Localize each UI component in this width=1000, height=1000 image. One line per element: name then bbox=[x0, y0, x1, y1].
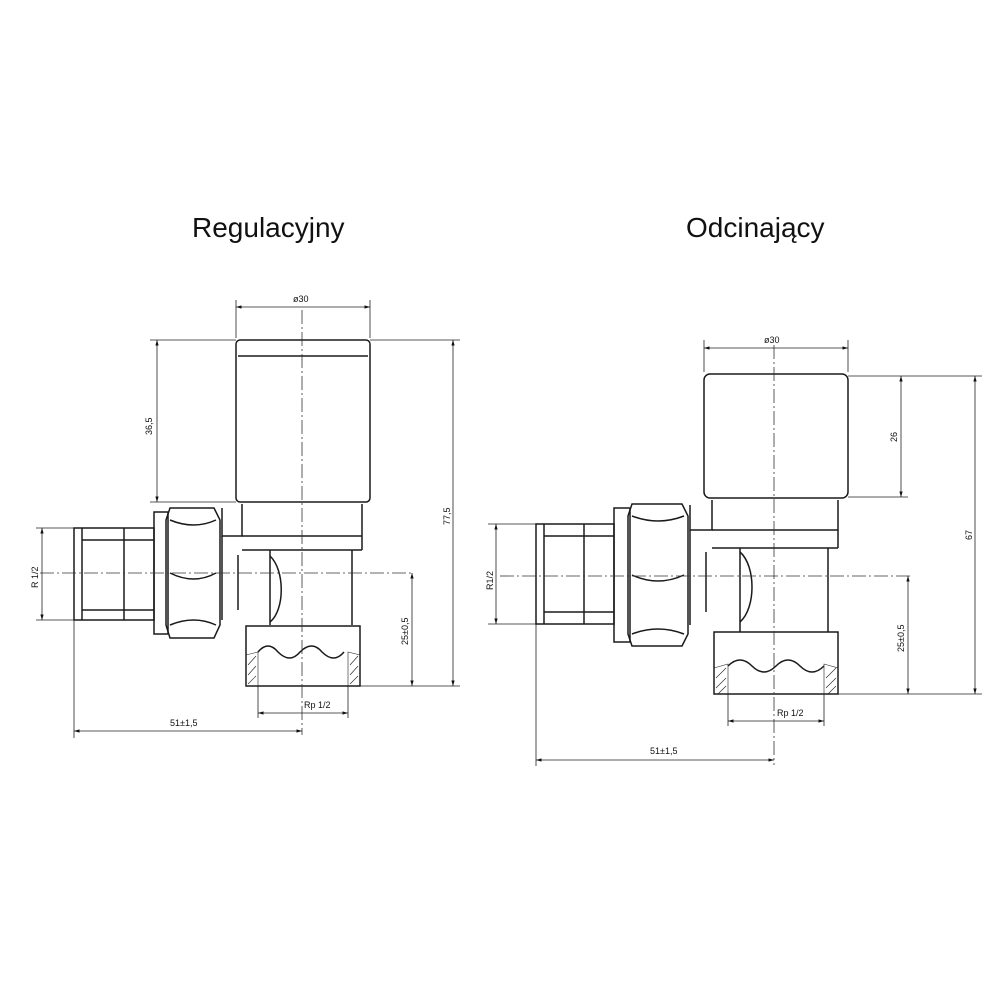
left-valve: ø30 36,5 77,5 R 1/2 25±0,5 Rp 1/2 51±1,5 bbox=[30, 294, 460, 738]
right-diameter-label: ø30 bbox=[764, 335, 780, 345]
right-handle-cap bbox=[703, 373, 849, 499]
left-inlet-thread bbox=[73, 527, 155, 621]
left-outlet-offset-label: 25±0,5 bbox=[400, 618, 410, 645]
left-outlet-fitting bbox=[245, 625, 361, 687]
right-total-height-label: 67 bbox=[964, 530, 974, 540]
left-handle-height-label: 36,5 bbox=[144, 417, 154, 435]
right-outlet-thread-label: Rp 1/2 bbox=[777, 708, 804, 718]
left-diameter-label: ø30 bbox=[293, 294, 309, 304]
right-outlet-fitting bbox=[713, 631, 839, 695]
left-handle-cap bbox=[235, 339, 371, 503]
left-union-nut bbox=[165, 507, 221, 639]
right-union-nut bbox=[627, 503, 689, 647]
title-shutoff-valve: Odcinający bbox=[686, 212, 825, 243]
title-regulating-valve: Regulacyjny bbox=[192, 212, 345, 243]
left-total-height-label: 77,5 bbox=[442, 507, 452, 525]
right-inlet-thread bbox=[535, 523, 615, 625]
left-inlet-length-label: 51±1,5 bbox=[170, 718, 197, 728]
left-inlet-thread-label: R 1/2 bbox=[30, 566, 40, 588]
right-inlet-thread-label: R1/2 bbox=[485, 571, 495, 590]
left-valve-body bbox=[221, 504, 363, 550]
left-outlet-thread-label: Rp 1/2 bbox=[304, 700, 331, 710]
right-valve: ø30 26 67 R1/2 25±0,5 Rp 1/2 51±1,5 bbox=[485, 335, 982, 766]
right-outlet-offset-label: 25±0,5 bbox=[896, 625, 906, 652]
right-inlet-length-label: 51±1,5 bbox=[650, 746, 677, 756]
right-handle-height-label: 26 bbox=[889, 432, 899, 442]
